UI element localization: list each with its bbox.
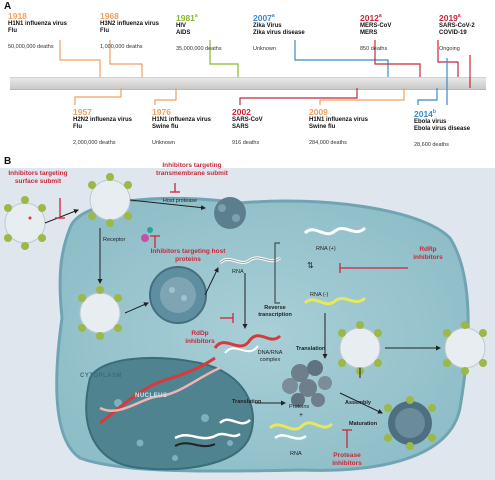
svg-text:⇅: ⇅	[307, 261, 314, 270]
event-year: 1981a	[176, 12, 198, 23]
label-rna: RNA	[232, 269, 244, 275]
event-year: 1957	[73, 107, 92, 117]
event-1918: 1918 H1N1 influenza virus Flu 50,000,000…	[8, 11, 118, 50]
event-year: 2014b	[414, 108, 436, 119]
label-protease-inhibitors: Protease inhibitors	[332, 452, 362, 467]
event-deaths: 28,600 deaths	[414, 141, 449, 148]
event-1976: 1976 H1N1 influenza virus Swine flu Unkn…	[152, 107, 236, 146]
event-virus: SARS-CoV	[232, 117, 263, 123]
event-disease: SARS	[232, 124, 249, 130]
label-nucleus: NUCLEUS	[135, 393, 168, 399]
label-rna-plus: RNA (+)	[316, 246, 336, 252]
event-disease: COVID-19	[439, 29, 467, 36]
event-1981: 1981a HIV AIDS 35,000,000 deaths	[176, 11, 276, 52]
label-rdrp-inhibitors: RdRp inhibitors	[413, 246, 443, 261]
event-deaths: Ongoing	[439, 45, 460, 52]
event-1957: 1957 H2N2 influenza virus Flu 2,000,000 …	[73, 107, 153, 146]
label-maturation: Maturation	[349, 421, 378, 427]
label-rddp-inhibitors: RdDp inhibitors	[185, 330, 215, 345]
event-year: 1918	[8, 11, 27, 21]
event-virus: HIV	[176, 22, 187, 29]
event-deaths: 1,000,000 deaths	[100, 44, 143, 50]
event-2002: 2002 SARS-CoV SARS 916 deaths	[232, 107, 312, 146]
event-deaths: 2,000,000 deaths	[73, 140, 116, 146]
event-deaths: 284,000 deaths	[309, 140, 347, 146]
label-rna-minus: RNA (-)	[310, 292, 329, 298]
event-1968: 1968 H3N2 influenza virus Flu 1,000,000 …	[100, 11, 210, 50]
event-year: 2012a	[360, 12, 382, 23]
event-year: 2019a	[439, 12, 461, 23]
label-translation-right: Translation	[296, 346, 326, 352]
virus-particle-3	[78, 286, 122, 340]
label-plus: +	[299, 412, 304, 419]
panel-b-letter: B	[4, 156, 12, 167]
timeline-connectors	[59, 40, 471, 105]
event-2009: 2009 H1N1 influenza virus Swine flu 284,…	[309, 107, 399, 146]
event-virus: Zika Virus	[253, 22, 282, 29]
event-2019: 2019a SARS-CoV-2 COVID-19 Ongoing	[439, 11, 495, 52]
label-inhibitors-host: Inhibitors targeting host proteins	[150, 248, 226, 263]
event-virus: H1N1 influenza virus	[309, 117, 369, 123]
label-dna-rna-complex: DNA/RNA complex	[257, 350, 283, 363]
event-disease: MERS	[360, 29, 378, 36]
timeline-bar	[10, 77, 486, 90]
virus-particle-2	[88, 173, 132, 227]
event-disease: Flu	[8, 28, 17, 34]
event-2012: 2012a MERS-CoV MERS 850 deaths	[360, 11, 440, 52]
event-disease: Ebola virus disease	[414, 125, 471, 132]
event-deaths: 916 deaths	[232, 140, 260, 146]
event-year: 2007a	[253, 12, 275, 23]
event-deaths: Unknown	[152, 140, 175, 146]
label-assembly: Assembly	[345, 400, 371, 406]
event-disease: Zika virus disease	[253, 29, 305, 36]
event-virus: H3N2 influenza virus	[100, 21, 160, 27]
event-disease: Flu	[73, 124, 82, 130]
event-year: 1976	[152, 107, 171, 117]
label-receptor: Receptor	[103, 237, 126, 243]
event-disease: Swine flu	[152, 124, 179, 130]
label-proteins: Proteins	[289, 404, 310, 410]
label-cytoplasm: CYTOPLASM	[80, 373, 123, 379]
event-deaths: 35,000,000 deaths	[176, 45, 222, 52]
event-virus: H2N2 influenza virus	[73, 117, 133, 123]
event-year: 2002	[232, 107, 251, 117]
proteins-cluster	[282, 360, 332, 407]
panel-a-letter: A	[4, 1, 12, 12]
event-virus: SARS-CoV-2	[439, 22, 475, 29]
replication-diagram: ⇅	[4, 173, 487, 473]
event-disease: Swine flu	[309, 124, 336, 130]
nucleus	[85, 357, 254, 471]
event-deaths: 50,000,000 deaths	[8, 44, 54, 50]
event-year: 2009	[309, 107, 328, 117]
event-2014: 2014b Ebola virus Ebola virus disease 28…	[414, 107, 494, 148]
event-2007: 2007a Zika Virus Zika virus disease Unkn…	[253, 11, 353, 52]
event-year: 1968	[100, 11, 119, 21]
label-host-protease: Host protease	[162, 198, 198, 204]
event-disease: AIDS	[176, 29, 191, 36]
label-reverse-transcription: Reverse transcription	[258, 305, 292, 318]
event-deaths: Unknown	[253, 45, 276, 52]
label-inhibitors-transmembrane: Inhibitors targeting transmembrane submi…	[156, 162, 228, 177]
event-virus: Ebola virus	[414, 118, 447, 125]
assembled-virus	[384, 396, 436, 450]
event-virus: H1N1 influenza virus	[8, 21, 68, 27]
virus-particle-5	[443, 321, 487, 375]
event-virus: MERS-CoV	[360, 22, 392, 29]
label-rna-bottom: RNA	[290, 451, 302, 457]
virus-particle-1	[4, 196, 46, 250]
label-inhibitors-surface: Inhibitors targeting surface submit	[8, 170, 68, 185]
event-disease: Flu	[100, 28, 109, 34]
event-deaths: 850 deaths	[360, 45, 388, 52]
event-virus: H1N1 influenza virus	[152, 117, 212, 123]
label-translation-left: Translation	[232, 399, 262, 405]
